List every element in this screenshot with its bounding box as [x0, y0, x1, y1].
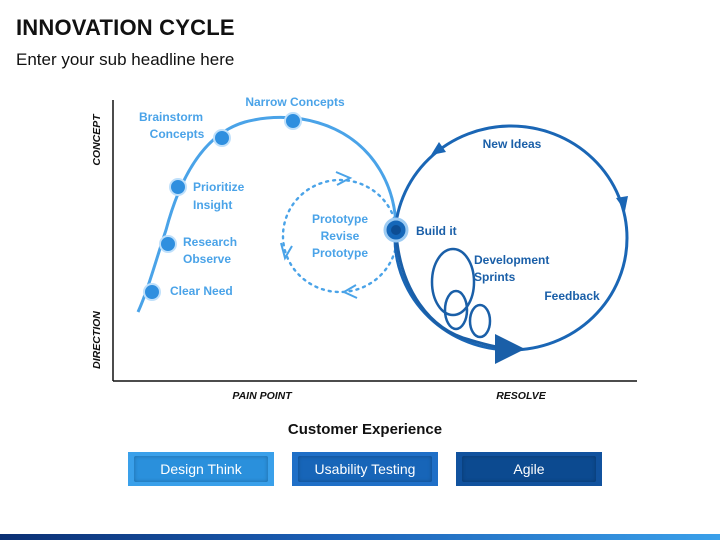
bottom-accent-bar	[0, 534, 720, 540]
design-think-label: Design Think	[160, 461, 242, 477]
node-build-it-core	[391, 225, 401, 235]
node-narrow	[284, 112, 302, 130]
label-prioritize-2: Insight	[193, 198, 232, 212]
ideation-curve	[136, 115, 398, 313]
cycle-arrow-right	[616, 196, 628, 211]
axis-label-resolve: RESOLVE	[496, 390, 547, 402]
page-subtitle: Enter your sub headline here	[16, 50, 235, 69]
axis-label-pain-point: PAIN POINT	[232, 390, 293, 402]
design-think-button-inner	[134, 456, 268, 482]
page-title: INNOVATION CYCLE	[16, 15, 235, 40]
label-brainstorm-1: Brainstorm	[139, 110, 203, 124]
label-brainstorm-2: Concepts	[150, 127, 205, 141]
label-feedback: Feedback	[544, 289, 600, 303]
node-brainstorm	[213, 129, 231, 147]
node-prioritize	[169, 178, 187, 196]
label-build-it: Build it	[416, 224, 457, 238]
prototype-arrow-bottom	[341, 284, 358, 299]
agile-button[interactable]: Agile	[456, 452, 602, 486]
agile-button-inner	[462, 456, 596, 482]
usability-testing-button[interactable]: Usability Testing	[292, 452, 438, 486]
axis-label-direction: DIRECTION	[91, 311, 103, 369]
node-research	[159, 235, 177, 253]
sprint-loop-medium	[443, 289, 469, 331]
label-research-2: Observe	[183, 252, 231, 266]
design-think-button[interactable]: Design Think	[128, 452, 274, 486]
label-development-2: Sprints	[474, 270, 516, 284]
agile-label: Agile	[513, 461, 545, 477]
cycle-arrow-top	[431, 142, 446, 155]
label-development-1: Development	[474, 253, 549, 267]
label-clear-need: Clear Need	[170, 284, 233, 298]
label-new-ideas: New Ideas	[483, 137, 542, 151]
sprint-loop-small	[468, 303, 492, 339]
label-prototype-1: Prototype	[312, 212, 368, 226]
usability-testing-button-inner	[298, 456, 432, 482]
prototype-arrow-top	[335, 171, 353, 186]
sprint-loop-large	[430, 247, 476, 317]
label-research-1: Research	[183, 235, 237, 249]
usability-testing-label: Usability Testing	[314, 461, 416, 477]
label-prototype-2: Revise	[321, 229, 360, 243]
label-prioritize-1: Prioritize	[193, 180, 245, 194]
axis-label-concept: CONCEPT	[91, 113, 103, 166]
section-title: Customer Experience	[287, 421, 443, 438]
prototype-arrow-left	[280, 242, 293, 261]
node-clear-need	[143, 283, 161, 301]
label-narrow: Narrow Concepts	[245, 95, 345, 109]
sprint-path	[394, 231, 525, 364]
label-prototype-3: Prototype	[312, 246, 368, 260]
